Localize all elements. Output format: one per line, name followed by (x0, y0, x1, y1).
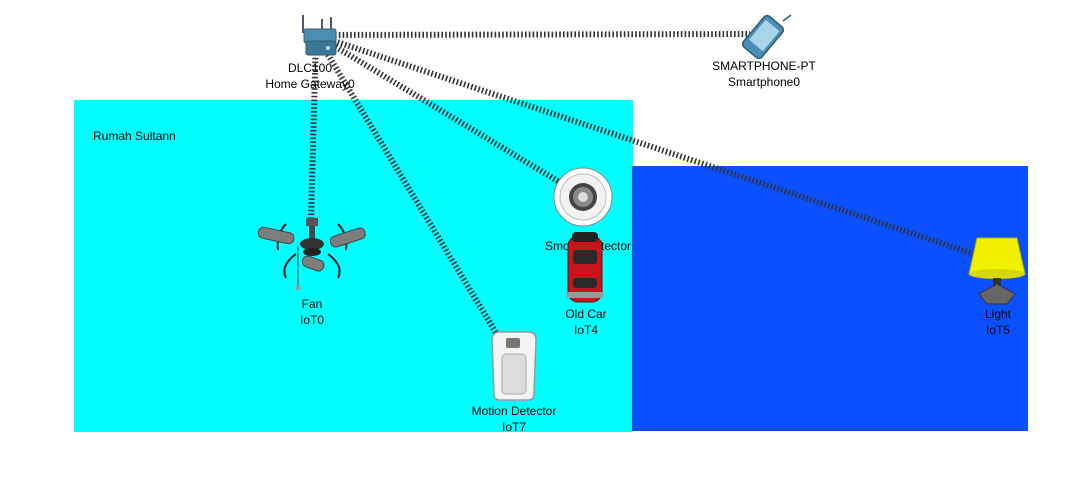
light-label: Light IoT5 (948, 306, 1048, 338)
device-name: Home Gateway0 (265, 77, 355, 91)
home-gateway-label: DLC100 Home Gateway0 (255, 60, 365, 92)
device-name: IoT4 (573, 323, 598, 337)
light-device[interactable] (967, 234, 1029, 308)
fan-device[interactable] (256, 214, 368, 294)
device-name: Smartphone0 (727, 75, 801, 89)
old-car-device[interactable] (562, 228, 608, 306)
smoke-detector-device[interactable] (552, 166, 614, 228)
device-name: IoT5 (985, 323, 1010, 337)
smartphone-icon (741, 14, 792, 59)
motion-detector-icon (491, 331, 537, 401)
device-model: SMARTPHONE-PT (712, 59, 816, 73)
smartphone-label: SMARTPHONE-PT Smartphone0 (704, 58, 824, 90)
lamp-icon (968, 237, 1026, 305)
device-model: Light (984, 307, 1012, 321)
old-car-label: Old Car IoT4 (536, 306, 636, 338)
device-model: Fan (301, 297, 323, 311)
smoke-detector-icon (553, 167, 613, 227)
zone-label: Rumah Sultann (93, 129, 176, 143)
motion-detector-device[interactable] (488, 330, 540, 402)
smartphone-device[interactable] (735, 13, 795, 59)
device-model: Old Car (565, 307, 607, 321)
device-name: IoT0 (299, 313, 324, 327)
old-car-icon (566, 232, 604, 303)
ceiling-fan-icon (257, 218, 366, 291)
fan-label: Fan IoT0 (262, 296, 362, 328)
home-gateway-device[interactable] (300, 13, 340, 59)
motion-detector-label: Motion Detector IoT7 (459, 403, 569, 435)
device-model: Motion Detector (471, 404, 557, 418)
device-model: DLC100 (287, 61, 333, 75)
wireless-link-gateway-smartphone (315, 31, 751, 38)
home-gateway-icon (302, 15, 337, 56)
device-name: IoT7 (501, 420, 526, 434)
